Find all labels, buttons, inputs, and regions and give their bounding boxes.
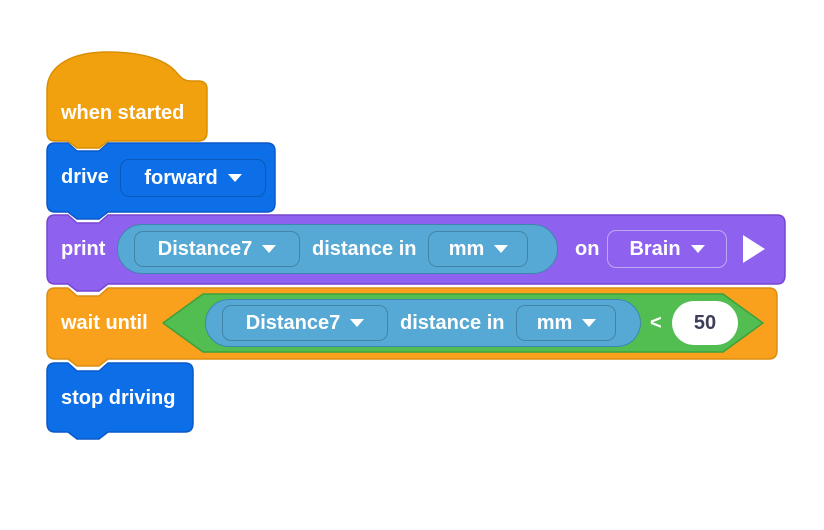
distance-in-text: distance in xyxy=(312,237,417,260)
block-when-started[interactable]: when started xyxy=(46,51,209,149)
play-icon[interactable] xyxy=(743,235,765,263)
drive-direction-dropdown[interactable]: forward xyxy=(120,159,266,197)
dropdown-caret-icon xyxy=(227,174,242,182)
block-print[interactable]: print Distance7 distance in mm on Brain xyxy=(46,214,787,292)
distance-reporter[interactable]: Distance7 distance in mm xyxy=(205,299,641,347)
distance-reporter[interactable]: Distance7 distance in mm xyxy=(117,224,558,274)
block-wait-until[interactable]: wait until Distance7 distance in mm < 50 xyxy=(46,287,778,367)
distance-device-value: Distance7 xyxy=(245,311,341,334)
when-started-label: when started xyxy=(61,102,185,124)
dropdown-caret-icon xyxy=(350,319,365,327)
distance-unit-dropdown[interactable]: mm xyxy=(516,305,617,341)
dropdown-caret-icon xyxy=(582,319,597,327)
distance-unit-value: mm xyxy=(448,237,485,260)
less-than-operator: < xyxy=(650,312,662,334)
dropdown-caret-icon xyxy=(494,245,509,253)
when-started-shape xyxy=(46,51,208,149)
print-screen-value: Brain xyxy=(629,237,681,260)
distance-in-text: distance in xyxy=(400,311,505,334)
distance-device-dropdown[interactable]: Distance7 xyxy=(222,305,388,341)
print-label: print xyxy=(61,238,106,260)
stop-driving-shape xyxy=(46,362,194,440)
dropdown-caret-icon xyxy=(690,245,705,253)
stop-driving-label: stop driving xyxy=(61,387,176,409)
wait-until-label: wait until xyxy=(61,312,148,334)
distance-unit-value: mm xyxy=(536,311,573,334)
distance-unit-dropdown[interactable]: mm xyxy=(428,231,529,267)
number-input[interactable]: 50 xyxy=(672,301,738,345)
drive-label: drive xyxy=(61,166,109,188)
dropdown-caret-icon xyxy=(262,245,277,253)
block-drive[interactable]: drive forward xyxy=(46,142,277,220)
number-input-value: 50 xyxy=(693,311,717,334)
print-on-label: on xyxy=(575,238,600,260)
block-stop-driving[interactable]: stop driving xyxy=(46,362,195,440)
distance-device-dropdown[interactable]: Distance7 xyxy=(134,231,300,267)
print-screen-dropdown[interactable]: Brain xyxy=(607,230,727,268)
drive-shape xyxy=(46,142,276,220)
drive-direction-value: forward xyxy=(144,166,218,189)
distance-device-value: Distance7 xyxy=(157,237,253,260)
